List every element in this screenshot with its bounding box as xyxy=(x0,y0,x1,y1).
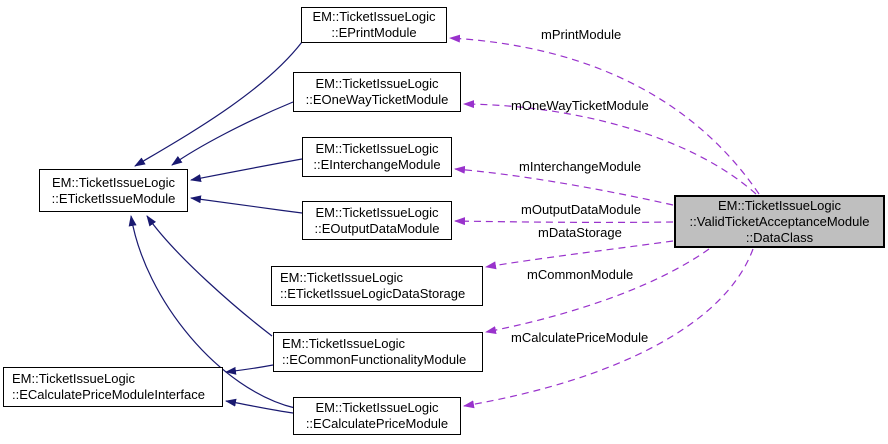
node-label-line: EM::TicketIssueLogic xyxy=(280,270,404,285)
edge-label-mcommonmodule: mCommonModule xyxy=(527,267,634,282)
edge-member-mdatastorage xyxy=(485,240,674,270)
node-label-line: EM::TicketIssueLogic xyxy=(51,174,176,190)
edge-inherit-einterchange xyxy=(190,158,303,183)
node-label-line: EM::TicketIssueLogic xyxy=(315,400,439,415)
edge-inherit-ecommon-interface xyxy=(225,364,274,375)
node-label-line: ::EInterchangeModule xyxy=(313,157,441,172)
node-eoutputdata-module[interactable]: EM::TicketIssueLogic ::EOutputDataModule xyxy=(302,201,452,240)
node-validticketacceptance-dataclass: EM::TicketIssueLogic ::ValidTicketAccept… xyxy=(674,195,885,248)
node-eticketissue-module[interactable]: EM::TicketIssueLogic ::ETicketIssueModul… xyxy=(39,169,188,212)
node-label-line: EM::TicketIssueLogic xyxy=(315,204,439,220)
edge-label-mcalculatepricemodule: mCalculatePriceModule xyxy=(511,330,649,345)
node-label-line: ::ValidTicketAcceptanceModule xyxy=(689,213,870,229)
edge-label-monewayticketmodule: mOneWayTicketModule xyxy=(511,98,649,113)
node-label-line: EM::TicketIssueLogic xyxy=(315,76,439,91)
edge-label-mprintmodule: mPrintModule xyxy=(541,27,622,42)
node-ecalculateprice-module[interactable]: EM::TicketIssueLogic ::ECalculatePriceMo… xyxy=(293,397,461,435)
edge-inherit-eoutputdata xyxy=(190,195,303,214)
node-eprint-module[interactable]: EM::TicketIssueLogic ::EPrintModule xyxy=(301,7,447,43)
node-label-line: ::ETicketIssueModule xyxy=(51,190,176,206)
node-label-line: EM::TicketIssueLogic xyxy=(282,336,406,351)
edge-label-mdatastorage: mDataStorage xyxy=(538,225,622,240)
node-label-line: ::EPrintModule xyxy=(331,25,417,40)
node-label-line: EM::TicketIssueLogic xyxy=(315,141,439,156)
node-label-line: EM::TicketIssueLogic xyxy=(312,9,436,24)
node-label-line: ::EOutputDataModule xyxy=(314,220,440,236)
edge-inherit-eprint xyxy=(134,41,303,167)
node-einterchange-module[interactable]: EM::TicketIssueLogic ::EInterchangeModul… xyxy=(302,137,452,177)
node-ecommonfunctionality-module[interactable]: EM::TicketIssueLogic ::ECommonFunctional… xyxy=(273,332,483,372)
edge-label-minterchangemodule: mInterchangeModule xyxy=(519,159,642,174)
edge-inherit-ecalcprice-interface xyxy=(225,398,294,414)
node-eonewayticket-module[interactable]: EM::TicketIssueLogic ::EOneWayTicketModu… xyxy=(293,72,461,112)
node-label-line: ::ECommonFunctionalityModule xyxy=(282,352,467,367)
node-label-line: ::ECalculatePriceModule xyxy=(305,416,449,431)
edge-member-monewayticketmodule xyxy=(463,100,757,195)
node-label-line: EM::TicketIssueLogic xyxy=(12,371,136,386)
edge-member-mcommonmodule xyxy=(485,248,710,335)
edge-inherit-ecommon xyxy=(146,215,273,337)
node-label-line: ::ECalculatePriceModuleInterface xyxy=(12,387,205,402)
edge-inherit-eoneway xyxy=(171,101,294,166)
node-label-line: ::ETicketIssueLogicDataStorage xyxy=(280,286,466,301)
edge-label-moutputdatamodule: mOutputDataModule xyxy=(521,202,641,217)
edge-member-moutputdatamodule xyxy=(454,217,674,226)
node-ecalculateprice-module-interface[interactable]: EM::TicketIssueLogic ::ECalculatePriceMo… xyxy=(3,367,223,407)
node-label-line: EM::TicketIssueLogic xyxy=(717,197,842,213)
node-label-line: ::DataClass xyxy=(745,229,814,245)
node-label-line: ::EOneWayTicketModule xyxy=(305,92,449,107)
node-eticketissuelogic-datastorage[interactable]: EM::TicketIssueLogic ::ETicketIssueLogic… xyxy=(271,266,483,306)
